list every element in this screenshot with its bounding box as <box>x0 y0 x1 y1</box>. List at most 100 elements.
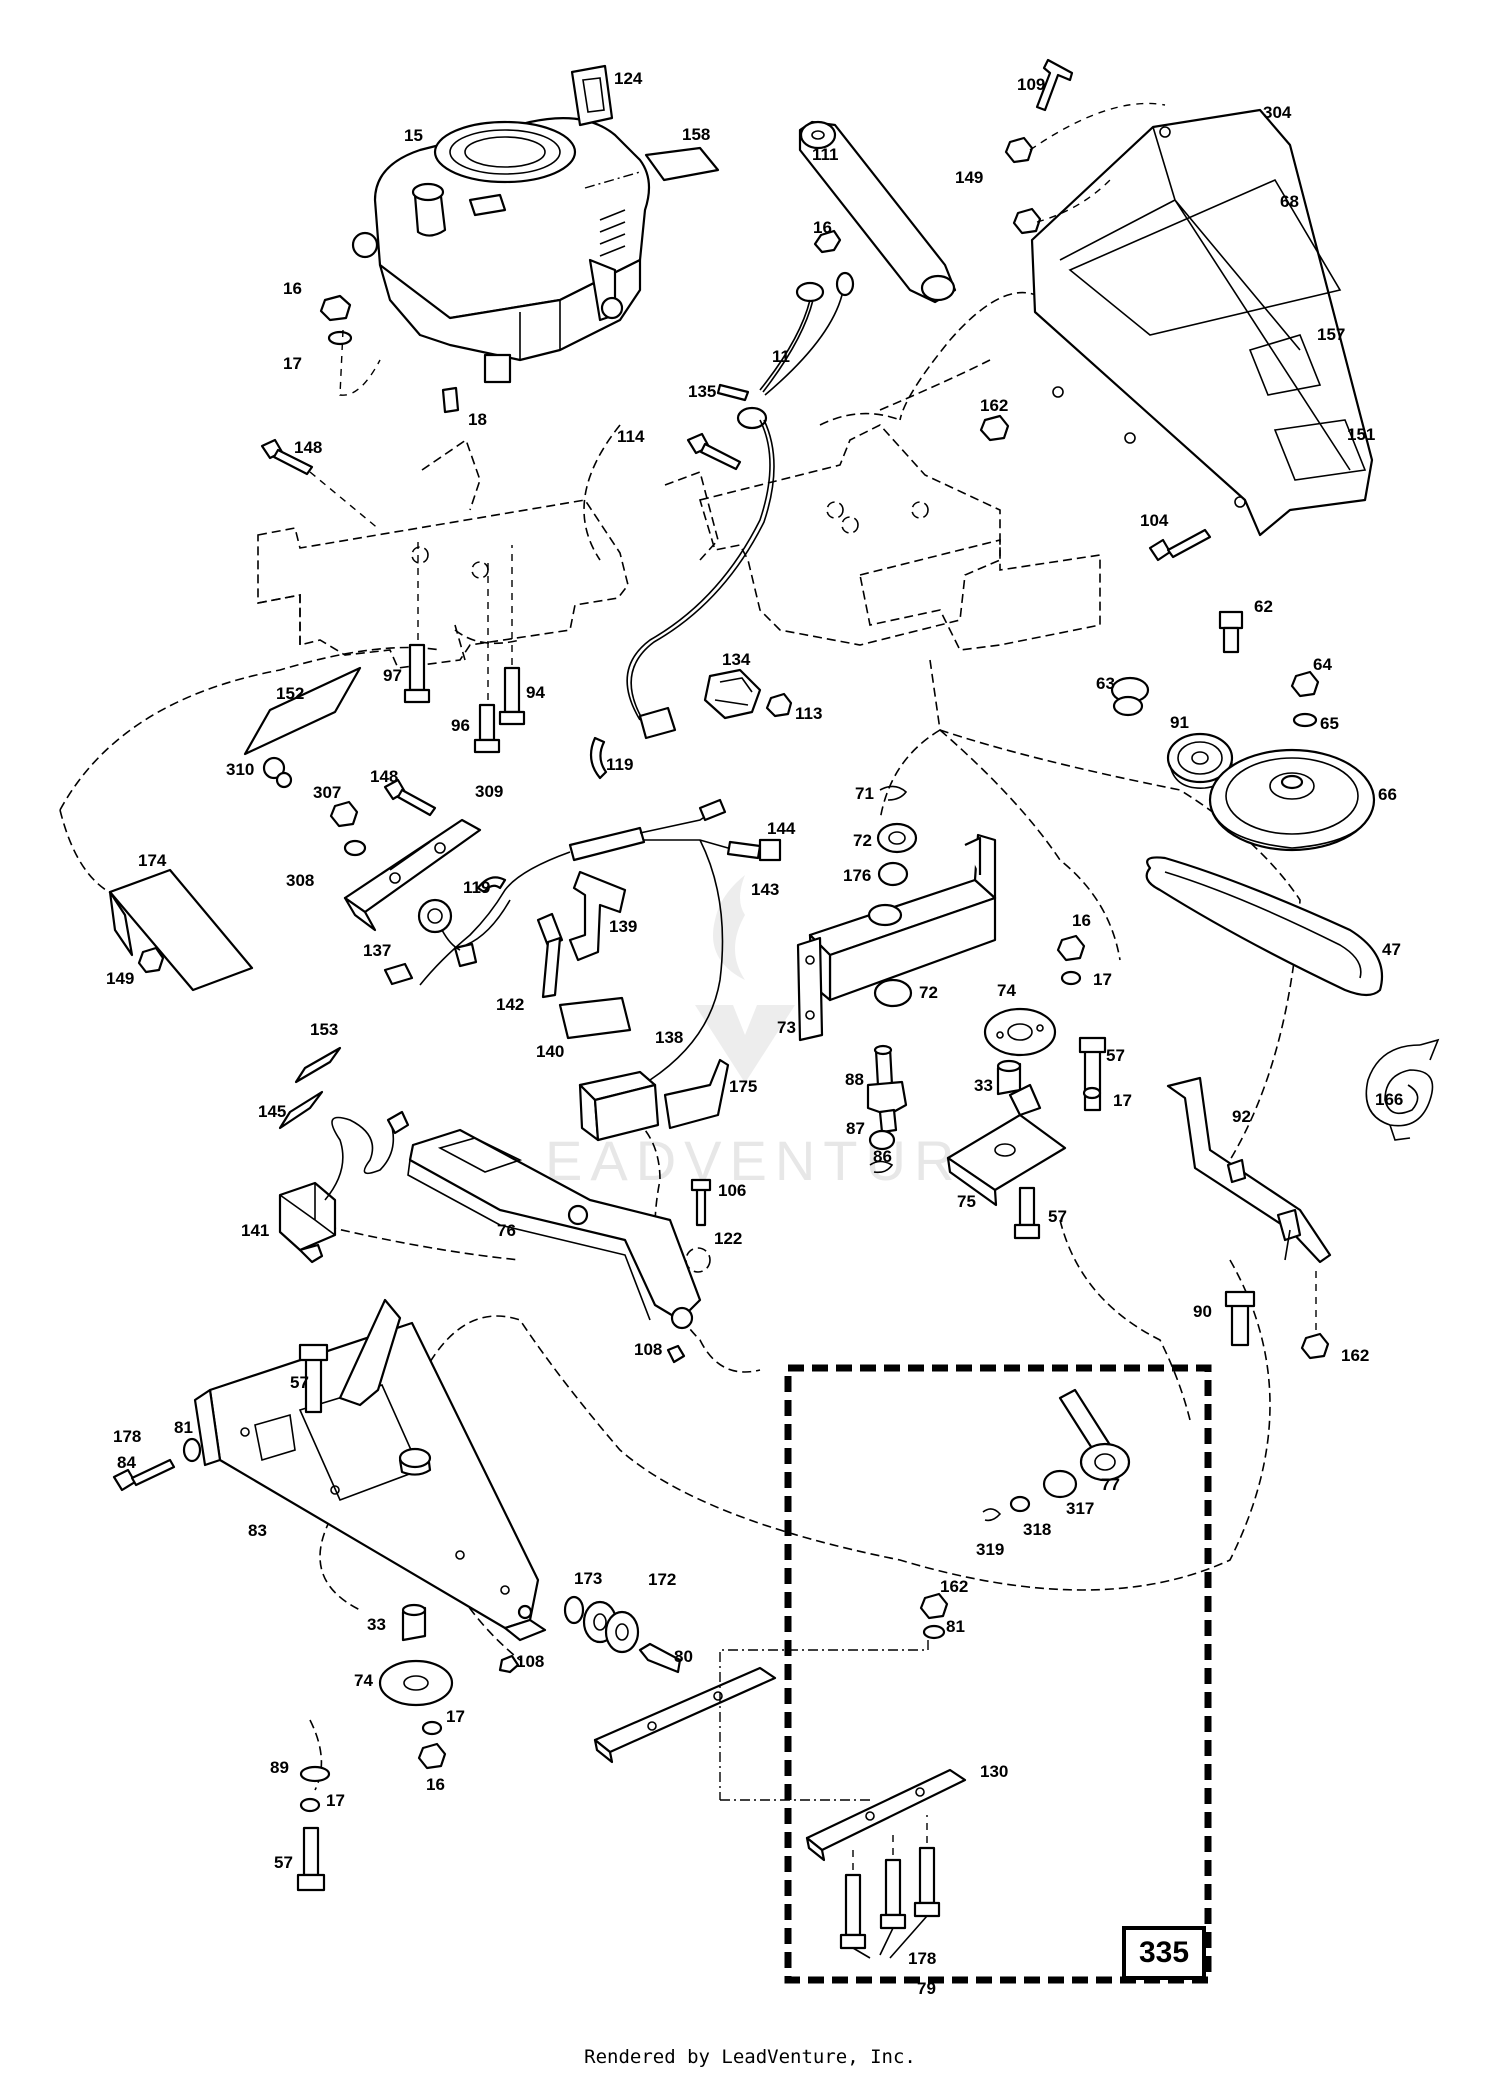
callout-162-c162a: 162 <box>980 396 1008 415</box>
plate-74-bottom <box>378 1659 454 1707</box>
wire-clip-119-top <box>589 736 608 780</box>
callout-83-c83: 83 <box>248 1521 267 1540</box>
decal-153 <box>294 1046 342 1084</box>
callout-18-c18: 18 <box>468 410 487 429</box>
bushing-72-top <box>876 822 918 854</box>
bolt-114 <box>686 432 742 471</box>
key-18 <box>441 386 460 414</box>
callout-137-c137: 137 <box>363 941 391 960</box>
switch-137 <box>417 898 511 968</box>
fuel-cap-124 <box>570 64 614 127</box>
bolts-97-96-94 <box>403 540 526 754</box>
cable-11 <box>716 229 855 402</box>
callout-96-c96: 96 <box>451 716 470 735</box>
callout-166-c166: 166 <box>1375 1090 1403 1109</box>
decal-140 <box>558 996 632 1040</box>
link-111 <box>798 120 957 304</box>
bracket-309 <box>343 818 482 932</box>
callout-16-c16b: 16 <box>283 279 302 298</box>
callout-72-c72b: 72 <box>919 983 938 1002</box>
callout-124-c124: 124 <box>614 69 643 88</box>
callout-140-c140: 140 <box>536 1042 564 1061</box>
bushing-176 <box>877 861 909 887</box>
callout-119-c119b: 119 <box>463 878 490 897</box>
callout-104-c104: 104 <box>1140 511 1169 530</box>
callout-87-c87: 87 <box>846 1119 865 1138</box>
callout-71-c71: 71 <box>855 784 874 803</box>
callout-318-c318: 318 <box>1023 1520 1051 1539</box>
callout-17-c17e: 17 <box>326 1791 345 1810</box>
callout-119-c119a: 119 <box>606 755 633 774</box>
nut-162-top <box>979 414 1010 442</box>
callout-91-c91: 91 <box>1170 713 1189 732</box>
engine <box>351 117 651 384</box>
bolt-106-nut-122 <box>666 1178 712 1364</box>
callout-148-c148a: 148 <box>294 438 322 457</box>
bolt-148-bracket <box>383 778 437 817</box>
callout-307-c307: 307 <box>313 783 341 802</box>
callout-149-c149b: 149 <box>106 969 134 988</box>
plate-74-top <box>983 1007 1057 1057</box>
callout-111-c111: 111 <box>812 145 839 164</box>
pulley-66 <box>1208 748 1376 852</box>
callout-47-c47: 47 <box>1382 940 1401 959</box>
callout-143-c143: 143 <box>751 880 779 899</box>
callout-17-c17d: 17 <box>446 1707 465 1726</box>
callout-88-c88: 88 <box>845 1070 864 1089</box>
callout-80-c80: 80 <box>674 1647 693 1666</box>
callout-77-c77: 77 <box>1101 1475 1120 1494</box>
callout-106-c106: 106 <box>718 1181 746 1200</box>
nut-64-washer-65 <box>1290 670 1320 728</box>
bolt-57-mid <box>1078 1036 1107 1112</box>
washer-89-17-bolt-57 <box>296 1765 331 1892</box>
callout-138-c138: 138 <box>655 1028 683 1047</box>
callout-162-c162c: 162 <box>940 1577 968 1596</box>
callout-63-c63: 63 <box>1096 674 1115 693</box>
callout-65-c65: 65 <box>1320 714 1339 733</box>
bracket-75 <box>946 1083 1067 1207</box>
shroud-304 <box>1030 108 1374 537</box>
bolt-62 <box>1218 610 1244 654</box>
callout-144-c144: 144 <box>767 819 796 838</box>
bracket-175 <box>663 1058 730 1130</box>
nut-108-frame <box>498 1654 520 1674</box>
decal-158 <box>584 146 720 189</box>
nuts-149-top <box>1004 102 1166 235</box>
washer-17-nut-16-bottom <box>417 1720 447 1770</box>
callout-76-c76: 76 <box>497 1221 516 1240</box>
bolt-57-bracket <box>1013 1186 1041 1240</box>
bushing-33-bottom <box>401 1603 427 1642</box>
callout-72-c72a: 72 <box>853 831 872 850</box>
callout-172-c172: 172 <box>648 1570 676 1589</box>
callout-135-c135: 135 <box>688 382 716 401</box>
pin-90 <box>1224 1290 1256 1347</box>
handle-109 <box>1035 58 1074 112</box>
nut-16-17-mid <box>1056 934 1086 986</box>
spindle-88 <box>866 1044 908 1134</box>
callout-33-c33a: 33 <box>974 1076 993 1095</box>
callout-142-c142: 142 <box>496 995 524 1014</box>
callout-310-c310: 310 <box>226 760 254 779</box>
callout-57-c57b: 57 <box>1048 1207 1067 1226</box>
callout-309-c309: 309 <box>475 782 503 801</box>
bracket-174 <box>108 868 254 992</box>
callout-57-c57d: 57 <box>274 1853 293 1872</box>
callout-57-c57a: 57 <box>1106 1046 1125 1065</box>
module-138 <box>578 1070 660 1142</box>
callout-158-c158: 158 <box>682 125 710 144</box>
callout-17-c17b: 17 <box>1093 970 1112 989</box>
retainer-71 <box>879 785 908 801</box>
callout-62-c62: 62 <box>1254 597 1273 616</box>
bolt-84-washer-81 <box>112 1437 202 1492</box>
callout-89-c89: 89 <box>270 1758 289 1777</box>
callout-175-c175: 175 <box>729 1077 757 1096</box>
grommet-135 <box>626 406 775 740</box>
callout-81-c81b: 81 <box>946 1617 965 1636</box>
callout-308-c308: 308 <box>286 871 314 890</box>
frame-83 <box>193 1321 547 1642</box>
callout-149-c149a: 149 <box>955 168 983 187</box>
callout-304-c304: 304 <box>1263 103 1292 122</box>
callout-97-c97: 97 <box>383 666 402 685</box>
